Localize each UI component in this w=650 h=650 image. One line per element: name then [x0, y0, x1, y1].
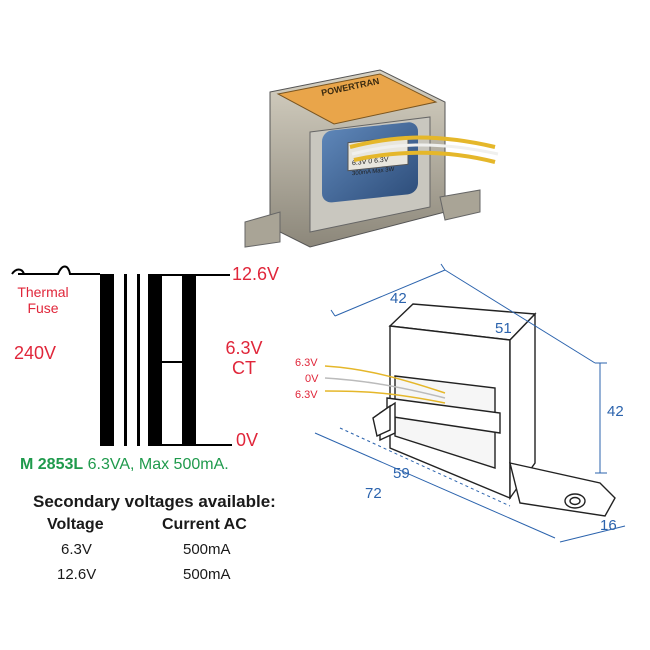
- current-header: Current AC: [162, 516, 247, 533]
- tap-centre-label: 6.3V CT: [214, 338, 274, 378]
- tap-0v-label: 0V: [236, 430, 259, 450]
- dim-height: 42: [607, 403, 624, 420]
- model-code: M 2853L: [20, 456, 84, 473]
- schematic-diagram: [11, 265, 232, 446]
- dim-depth: 42: [390, 290, 407, 307]
- photo-rating-label: 300mA Max 3W: [352, 167, 395, 177]
- wire-label-3: 6.3V: [295, 389, 318, 401]
- row-2-voltage: 12.6V: [57, 566, 97, 583]
- tap-6v3-label: 6.3V: [225, 338, 263, 358]
- thermal-fuse-label: Thermal Fuse: [17, 284, 69, 316]
- tap-ct-label: CT: [232, 358, 256, 378]
- wire-label-1: 6.3V: [295, 357, 318, 369]
- tap-12v6-label: 12.6V: [232, 264, 280, 284]
- model-spec: 6.3VA, Max 500mA.: [87, 456, 229, 473]
- wire-label-2: 0V: [305, 373, 319, 385]
- model-line: M 2853L 6.3VA, Max 500mA.: [20, 456, 229, 474]
- dim-foot: 16: [600, 517, 617, 534]
- transformer-photo: POWERTRAN 6.3V 0 6.3V 300mA Max 3W: [244, 69, 499, 248]
- dim-width-top: 51: [495, 320, 512, 337]
- dimension-drawing: 42 51 42 59 72 16 6.3V 0V 6.3V: [295, 263, 626, 543]
- primary-voltage-label: 240V: [14, 343, 57, 363]
- photo-wire-label: 6.3V 0 6.3V: [352, 156, 389, 167]
- row-1-current: 500mA: [183, 541, 231, 558]
- secondary-title: Secondary voltages available:: [33, 492, 276, 511]
- voltage-header: Voltage: [47, 516, 104, 533]
- row-2-current: 500mA: [183, 566, 231, 583]
- dim-base-inner: 59: [393, 465, 410, 482]
- dim-base-outer: 72: [365, 485, 382, 502]
- row-1-voltage: 6.3V: [61, 541, 92, 558]
